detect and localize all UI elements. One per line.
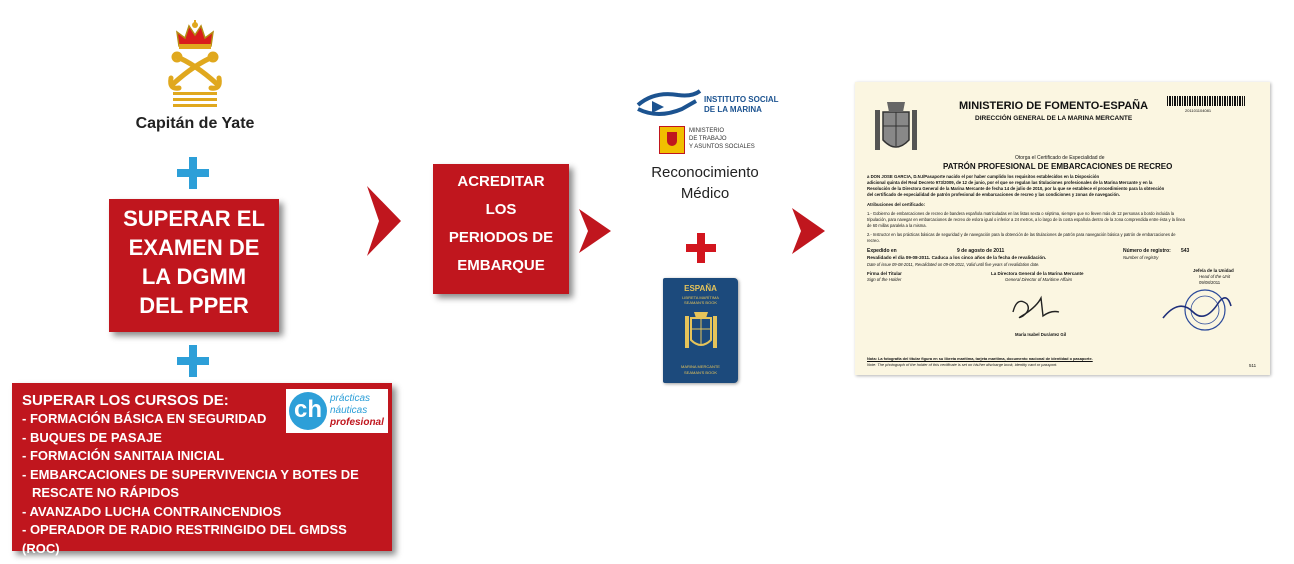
cert-expedido-date: 9 de agosto de 2011 <box>957 248 1005 254</box>
cert-attrib-line: 1.- Gobierno de embarcaciones de recreo … <box>867 211 1174 216</box>
exam-requirement-box: SUPERAR EL EXAMEN DE LA DGMM DEL PPER <box>109 199 279 332</box>
course-item: RESCATE NO RÁPIDOS <box>32 485 180 500</box>
ism-text-line2: DE LA MARINA <box>704 105 762 114</box>
logo-text-line2: náuticas <box>330 405 368 416</box>
coat-of-arms-icon <box>875 102 917 150</box>
plus-icon <box>686 233 716 263</box>
arrow-right-icon <box>579 209 611 253</box>
courses-list: - FORMACIÓN BÁSICA EN SEGURIDAD - BUQUES… <box>22 410 382 558</box>
cert-directora: La Directora General de la Marina Mercan… <box>991 271 1084 276</box>
signature-icon <box>1012 295 1060 319</box>
cert-note: Nota: La fotografía del titular figura e… <box>867 356 1093 361</box>
ministry-text-line1: MINISTERIO <box>689 128 725 134</box>
cert-expedido-label: Expedido en <box>867 248 897 254</box>
course-item: - FORMACIÓN SANITAIA INICIAL <box>22 448 225 463</box>
cert-body: Resolución de la Directora General de la… <box>867 186 1165 191</box>
cert-heading: PATRÓN PROFESIONAL DE EMBARCACIONES DE R… <box>943 162 1173 171</box>
logo-initials: ch <box>293 396 322 423</box>
plus-icon <box>177 157 209 189</box>
arrow-right-icon <box>367 186 401 256</box>
passport-bottom2: SEAMAN'S BOOK <box>684 370 717 375</box>
cert-title: MINISTERIO DE FOMENTO-ESPAÑA <box>959 100 1149 112</box>
cert-attrib-line: 2.- Instructor en las prácticas básicas … <box>867 232 1176 237</box>
coat-of-arms-icon <box>685 312 717 348</box>
cert-attrib-line: de 60 millas paralela a la misma. <box>867 223 927 228</box>
course-item: - FORMACIÓN BÁSICA EN SEGURIDAD <box>22 411 267 426</box>
ministry-logo: MINISTERIO DE TRABAJO Y ASUNTOS SOCIALES <box>659 126 759 156</box>
passport-line1: LIBRETA MARÍTIMA <box>682 295 719 300</box>
cert-holder: a DON JOSE GARCIA, D.N.I/Pasaporte nacid… <box>867 174 1100 179</box>
courses-heading: SUPERAR LOS CURSOS DE: <box>22 392 229 409</box>
cert-attrib: Atribuciones del certificado: <box>867 202 926 207</box>
passport-country: ESPAÑA <box>684 284 717 293</box>
cert-firma-label: Firma del Titular <box>867 271 902 276</box>
cert-registro-label: Número de registro: <box>1123 248 1171 254</box>
passport-line2: SEAMAN'S BOOK <box>684 300 717 305</box>
practicas-nauticas-logo: ch prácticas náuticas profesional <box>286 389 388 433</box>
captain-yacht-emblem <box>165 20 225 112</box>
ministry-text-line3: Y ASUNTOS SOCIALES <box>689 144 755 150</box>
exam-line: EXAMEN DE <box>128 235 260 260</box>
ism-logo: INSTITUTO SOCIAL DE LA MARINA <box>634 89 779 123</box>
cert-jefa: Jefe/a de la Unidad <box>1193 268 1234 273</box>
spain-shield-icon <box>659 126 685 154</box>
exam-line: LA DGMM <box>141 264 247 289</box>
course-item: - BUQUES DE PASAJE <box>22 429 162 445</box>
logo-text-line1: prácticas <box>330 393 371 404</box>
cert-revalidado: Revalidado el día 09-08-2011. Caduca a l… <box>867 255 1047 260</box>
cert-page-no: 511 <box>1249 363 1257 368</box>
acreditar-line: LOS <box>485 201 517 218</box>
cert-registro-value: 543 <box>1181 248 1190 254</box>
logo-text-line3: profesional <box>330 417 384 428</box>
ministry-text-line2: DE TRABAJO <box>689 136 727 142</box>
fish-wave-icon <box>636 89 702 116</box>
exam-line: DEL PPER <box>139 293 249 318</box>
cert-jefa-en: Head of the Unit <box>1199 274 1231 279</box>
acreditar-line: ACREDITAR <box>457 173 545 190</box>
logo-circle: ch <box>289 392 327 430</box>
arrow-right-icon <box>792 208 825 254</box>
cert-firma-en: Sign of the Holder <box>867 277 902 282</box>
course-item: - EMBARCACIONES DE SUPERVIVENCIA Y BOTES… <box>22 466 359 482</box>
medical-caption-line2: Médico <box>680 185 730 202</box>
crown-anchors-icon <box>168 20 222 107</box>
medical-caption-line1: Reconocimiento <box>651 164 759 181</box>
cert-directora-en: General Director of Maritime Affairs <box>1005 277 1073 282</box>
cert-signer: María Isabel Durántez Gil <box>1015 332 1067 337</box>
plus-icon <box>177 345 209 377</box>
course-item: - OPERADOR DE RADIO RESTRINGIDO DEL GMDS… <box>22 522 347 556</box>
cert-jefa-date: 09/08/2011 <box>1199 280 1221 285</box>
cert-revalidado-en: Date of issue 09-08-2011, Revalidated on… <box>867 262 1040 267</box>
cert-attrib-line: recreo. <box>867 238 880 243</box>
cert-grant: Otorga el Certificado de Especialidad de <box>1015 155 1105 161</box>
passport-bottom1: MARINA MERCANTE <box>681 364 720 369</box>
seaman-book-passport: ESPAÑA LIBRETA MARÍTIMA SEAMAN'S BOOK MA… <box>663 278 738 383</box>
captain-label: Capitán de Yate <box>135 115 255 132</box>
cert-registro-en: Number of registry <box>1123 255 1159 260</box>
certificate-document: MINISTERIO DE FOMENTO-ESPAÑA DIRECCIÓN G… <box>855 82 1270 375</box>
cert-subtitle: DIRECCIÓN GENERAL DE LA MARINA MERCANTE <box>975 115 1133 122</box>
cert-note-en: Note: The photograph of the holder of th… <box>867 362 1058 367</box>
exam-line: SUPERAR EL <box>123 206 265 231</box>
ism-text-line1: INSTITUTO SOCIAL <box>704 95 779 104</box>
acreditar-line: EMBARQUE <box>457 257 545 274</box>
acreditar-periods-box: ACREDITAR LOS PERIODOS DE EMBARQUE <box>433 164 569 294</box>
acreditar-line: PERIODOS DE <box>448 229 554 246</box>
cert-attrib-line: tripulación, para navegar en embarcacion… <box>867 217 1185 222</box>
cert-number: 201101104081 <box>1185 108 1212 113</box>
official-stamp-icon <box>1162 289 1232 331</box>
courses-requirement-box: SUPERAR LOS CURSOS DE: - FORMACIÓN BÁSIC… <box>12 383 392 556</box>
barcode <box>1167 96 1245 106</box>
cert-body: adicional quinta del Real Decreto 973/20… <box>867 180 1153 185</box>
course-item: - AVANZADO LUCHA CONTRAINCENDIOS <box>22 503 282 519</box>
cert-body: del certificado de especialidad de patró… <box>867 192 1120 197</box>
